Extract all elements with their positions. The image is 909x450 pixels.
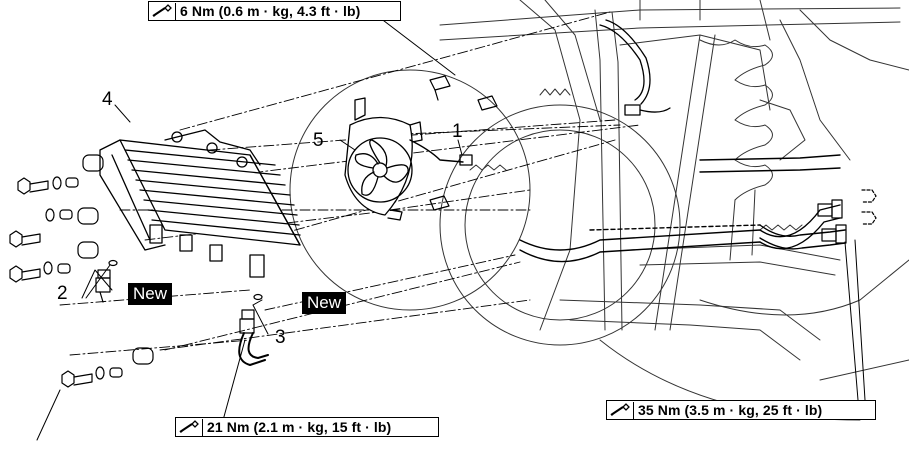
wire-harness [599,19,671,116]
part-number-1: 1 [452,121,463,142]
part-number-2: 2 [57,283,68,304]
torque-callout-bottom-left: 21 Nm (2.1 m · kg, 15 ft · lb) [175,417,439,437]
coolant-hoses [519,154,846,263]
radiator [99,129,301,278]
torque-value-top: 6 Nm (0.6 m · kg, 4.3 ft · lb) [180,3,361,19]
part-number-5: 5 [313,130,324,151]
fan-bolts [429,75,498,211]
leader-lines [36,13,866,441]
torque-callout-top: 6 Nm (0.6 m · kg, 4.3 ft · lb) [148,1,401,21]
part-number-3: 3 [275,327,286,348]
part-number-4: 4 [102,89,113,110]
new-label-gasket-3: New [302,292,347,314]
hose-fittings-right [817,189,877,244]
torque-wrench-icon [176,418,203,436]
torque-value-bottom-right: 35 Nm (3.5 m · kg, 25 ft · lb) [638,402,823,418]
mounting-hardware [9,154,154,388]
torque-value-bottom-left: 21 Nm (2.1 m · kg, 15 ft · lb) [207,419,392,435]
new-label-gasket-2: New [128,283,173,305]
cooling-fan [344,97,473,221]
torque-wrench-icon [607,401,634,419]
torque-wrench-icon [149,2,176,20]
torque-callout-bottom-right: 35 Nm (3.5 m · kg, 25 ft · lb) [606,400,876,420]
frame-outline [289,0,909,421]
